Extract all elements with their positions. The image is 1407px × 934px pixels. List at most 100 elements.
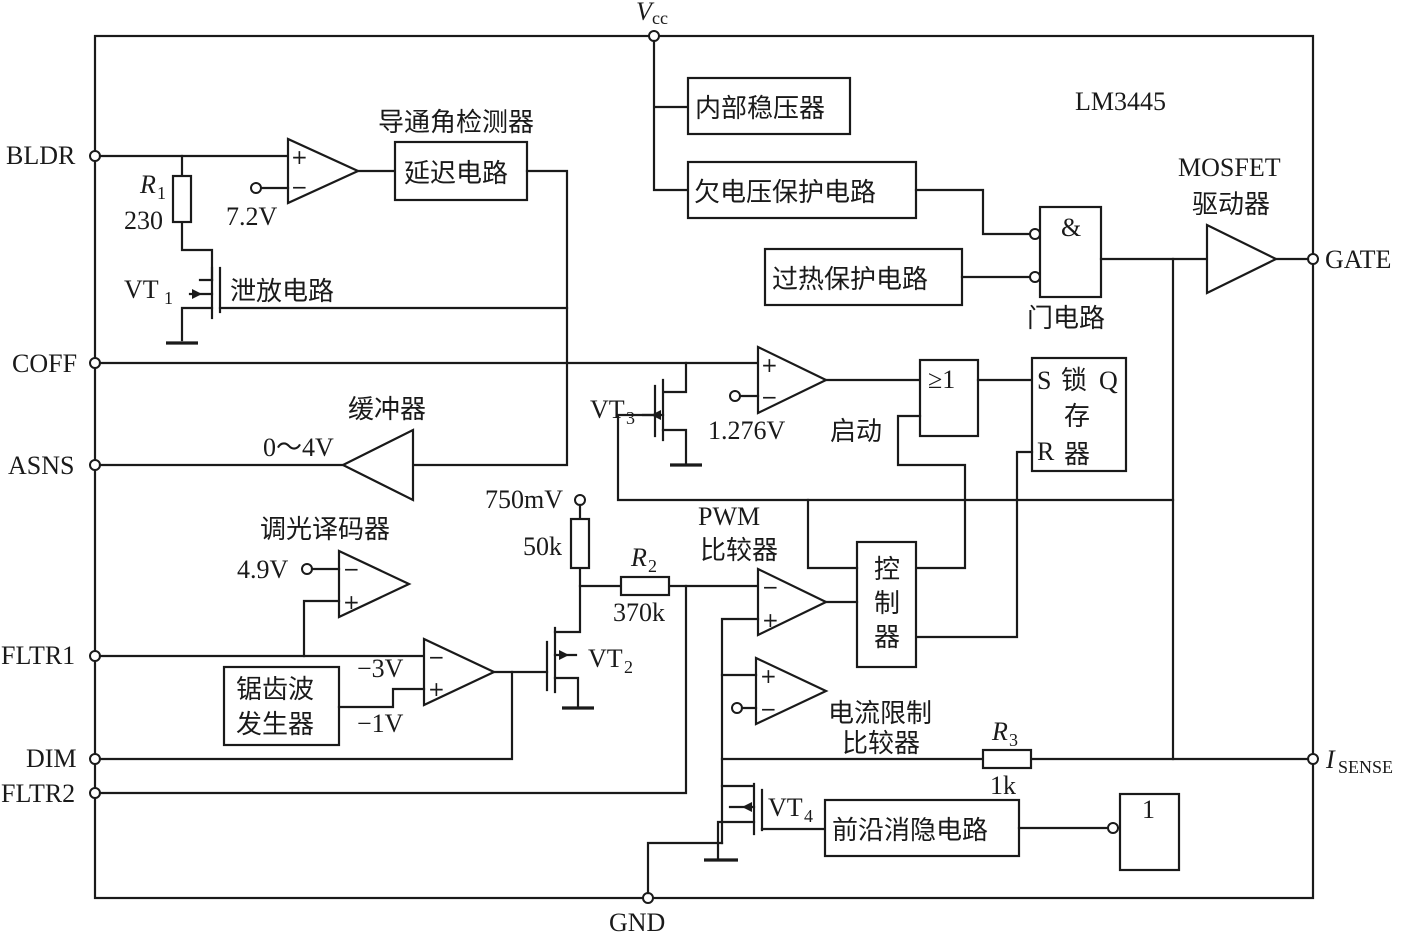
sawtooth-generator bbox=[222, 665, 341, 747]
svg-text:I: I bbox=[1325, 745, 1336, 774]
controller bbox=[855, 540, 918, 669]
svg-text:1: 1 bbox=[164, 288, 173, 308]
svg-text:−: − bbox=[760, 697, 777, 721]
pin-gate: GATE bbox=[1307, 245, 1391, 274]
resistor-50k bbox=[569, 517, 591, 570]
svg-text:≥1: ≥1 bbox=[928, 365, 955, 394]
svg-text:+: + bbox=[343, 590, 360, 614]
svg-text:−: − bbox=[761, 385, 778, 409]
svg-text:1: 1 bbox=[157, 183, 166, 203]
svg-text:延迟电路: 延迟电路 bbox=[404, 159, 508, 189]
svg-text:2: 2 bbox=[624, 657, 633, 677]
leading-edge-blanking bbox=[823, 798, 1021, 858]
svg-text:COFF: COFF bbox=[12, 349, 77, 378]
svg-text:1.276V: 1.276V bbox=[708, 416, 786, 445]
svg-text:+: + bbox=[762, 608, 779, 632]
svg-text:−1V: −1V bbox=[357, 709, 404, 738]
buffer-label: 缓冲器 bbox=[348, 395, 426, 425]
svg-text:器: 器 bbox=[1064, 440, 1090, 470]
svg-text:4.9V: 4.9V bbox=[237, 555, 289, 584]
svg-text:SENSE: SENSE bbox=[1338, 757, 1393, 777]
pin-fltr2: FLTR2 bbox=[1, 779, 101, 808]
svg-text:FLTR2: FLTR2 bbox=[1, 779, 75, 808]
svg-text:R: R bbox=[1037, 437, 1055, 466]
dimming-decoder-label: 调光译码器 bbox=[260, 515, 390, 545]
svg-text:比较器: 比较器 bbox=[842, 729, 920, 759]
inverter-gate bbox=[1118, 792, 1181, 872]
svg-text:3: 3 bbox=[1009, 730, 1018, 750]
dimming-comparator bbox=[337, 549, 412, 619]
svg-text:存: 存 bbox=[1064, 402, 1090, 432]
svg-text:内部稳压器: 内部稳压器 bbox=[695, 94, 825, 124]
svg-text:S: S bbox=[1037, 366, 1051, 395]
resistor-r1 bbox=[171, 174, 193, 224]
svg-text:ASNS: ASNS bbox=[8, 451, 74, 480]
delay-circuit bbox=[393, 140, 529, 202]
svg-text:7.2V: 7.2V bbox=[226, 202, 278, 231]
svg-text:−3V: −3V bbox=[357, 654, 404, 683]
svg-text:过热保护电路: 过热保护电路 bbox=[772, 265, 928, 295]
conduction-detector-label: 导通角检测器 bbox=[378, 108, 534, 138]
svg-text:R: R bbox=[991, 717, 1008, 746]
svg-text:MOSFET: MOSFET bbox=[1178, 153, 1281, 182]
internal-regulator bbox=[686, 76, 852, 136]
svg-text:FLTR1: FLTR1 bbox=[1, 641, 75, 670]
or-gate bbox=[918, 358, 980, 438]
svg-text:电流限制: 电流限制 bbox=[828, 699, 932, 729]
svg-text:锁: 锁 bbox=[1061, 366, 1087, 396]
svg-text:发生器: 发生器 bbox=[236, 710, 314, 740]
svg-text:230: 230 bbox=[124, 206, 163, 235]
svg-text:VT: VT bbox=[588, 644, 623, 673]
svg-text:+: + bbox=[761, 353, 778, 377]
svg-text:比较器: 比较器 bbox=[700, 536, 778, 566]
svg-text:DIM: DIM bbox=[26, 744, 77, 773]
pin-bldr: BLDR bbox=[6, 141, 101, 170]
current-limit-comparator bbox=[754, 656, 829, 726]
svg-text:驱动器: 驱动器 bbox=[1192, 190, 1270, 220]
sr-latch bbox=[1030, 356, 1128, 473]
vcc-label: V bbox=[636, 0, 655, 26]
svg-text:R: R bbox=[630, 543, 647, 572]
svg-text:0～4V: 0～4V bbox=[263, 433, 334, 462]
transistor-vt3: VT 3 bbox=[590, 361, 1175, 502]
svg-text:3: 3 bbox=[626, 408, 635, 428]
svg-text:+: + bbox=[291, 145, 308, 169]
start-label: 启动 bbox=[830, 417, 882, 447]
chip-name: LM3445 bbox=[1075, 87, 1166, 116]
svg-text:器: 器 bbox=[874, 623, 900, 653]
svg-text:前沿消隐电路: 前沿消隐电路 bbox=[832, 816, 988, 846]
svg-text:&: & bbox=[1061, 213, 1081, 242]
svg-text:VT: VT bbox=[590, 395, 625, 424]
gate-logic-label: 门电路 bbox=[1027, 304, 1105, 334]
gnd-pin: GND bbox=[609, 892, 665, 934]
transistor-vt4: VT 4 bbox=[704, 782, 827, 862]
svg-text:R: R bbox=[139, 170, 156, 199]
svg-text:−: − bbox=[762, 575, 779, 599]
gnd-label: GND bbox=[609, 908, 665, 934]
svg-text:欠电压保护电路: 欠电压保护电路 bbox=[694, 178, 876, 208]
svg-text:VT: VT bbox=[124, 275, 159, 304]
svg-text:−: − bbox=[343, 557, 360, 581]
svg-text:控: 控 bbox=[874, 555, 900, 585]
mosfet-driver bbox=[1205, 223, 1279, 295]
pin-dim: DIM bbox=[26, 744, 101, 773]
bldr-comparator bbox=[286, 137, 361, 205]
coff-comparator bbox=[756, 345, 829, 415]
resistor-r2 bbox=[619, 575, 671, 597]
pin-asns: ASNS bbox=[8, 451, 101, 480]
svg-text:+: + bbox=[428, 677, 445, 701]
vcc-label-sub: cc bbox=[652, 8, 668, 28]
svg-text:−: − bbox=[291, 175, 308, 199]
transistor-vt1: VT 1 bbox=[124, 266, 569, 345]
svg-text:750mV: 750mV bbox=[485, 485, 563, 514]
pin-coff: COFF bbox=[12, 349, 101, 378]
thermal-protection bbox=[763, 247, 964, 307]
svg-text:Q: Q bbox=[1099, 366, 1118, 395]
svg-text:−: − bbox=[428, 645, 445, 669]
and-gate bbox=[1038, 205, 1103, 299]
svg-text:PWM: PWM bbox=[698, 502, 760, 531]
sawtooth-comparator bbox=[422, 637, 497, 707]
buffer-amplifier bbox=[340, 428, 415, 502]
svg-text:1: 1 bbox=[1142, 795, 1155, 824]
